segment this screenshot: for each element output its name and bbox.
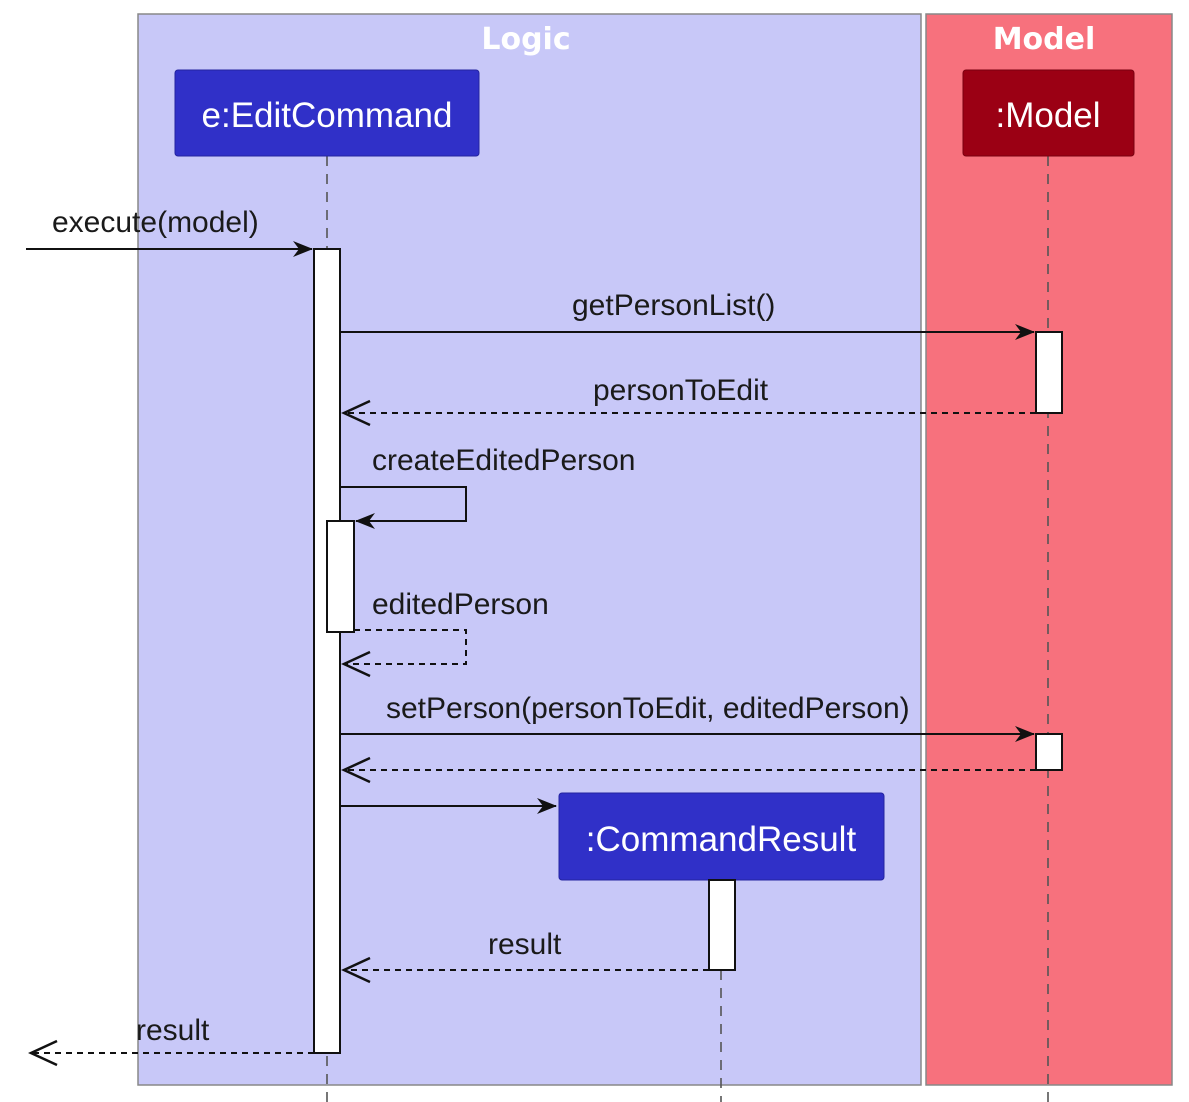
activation-edit-command-nested — [326, 520, 355, 633]
participant-edit-command-label: e:EditCommand — [202, 96, 453, 135]
logic-box-title: Logic — [481, 22, 570, 57]
message-result-inner: result — [341, 928, 709, 984]
participant-model-label: :Model — [995, 96, 1100, 135]
participant-model: :Model — [962, 69, 1135, 157]
model-box-title: Model — [993, 22, 1096, 57]
message-execute: execute(model) — [26, 206, 313, 257]
activation-model-2 — [1035, 733, 1063, 771]
model-box — [925, 13, 1173, 1086]
message-create-edited-person-label: createEditedPerson — [372, 444, 636, 477]
message-set-person: setPerson(personToEdit, editedPerson) — [340, 692, 1035, 742]
message-result-outer-label: result — [136, 1014, 210, 1047]
participant-edit-command: e:EditCommand — [174, 69, 480, 157]
participant-command-result-label: :CommandResult — [586, 820, 857, 859]
message-person-to-edit-label: personToEdit — [593, 374, 769, 407]
message-person-to-edit: personToEdit — [341, 374, 1036, 427]
logic-box — [137, 13, 922, 1086]
activation-command-result — [708, 879, 736, 971]
message-set-person-label: setPerson(personToEdit, editedPerson) — [386, 692, 910, 725]
message-result-outer: result — [28, 1014, 314, 1067]
activation-edit-command — [313, 248, 341, 1054]
message-get-person-list: getPersonList() — [340, 289, 1035, 340]
message-create-edited-person: createEditedPerson — [340, 444, 636, 529]
participant-command-result: :CommandResult — [558, 792, 885, 881]
message-set-person-return — [341, 756, 1036, 784]
activation-model-1 — [1035, 331, 1063, 414]
message-edited-person-label: editedPerson — [372, 588, 549, 621]
message-execute-label: execute(model) — [52, 206, 259, 239]
message-edited-person: editedPerson — [341, 588, 549, 678]
message-result-inner-label: result — [488, 928, 562, 961]
message-get-person-list-label: getPersonList() — [572, 289, 775, 322]
